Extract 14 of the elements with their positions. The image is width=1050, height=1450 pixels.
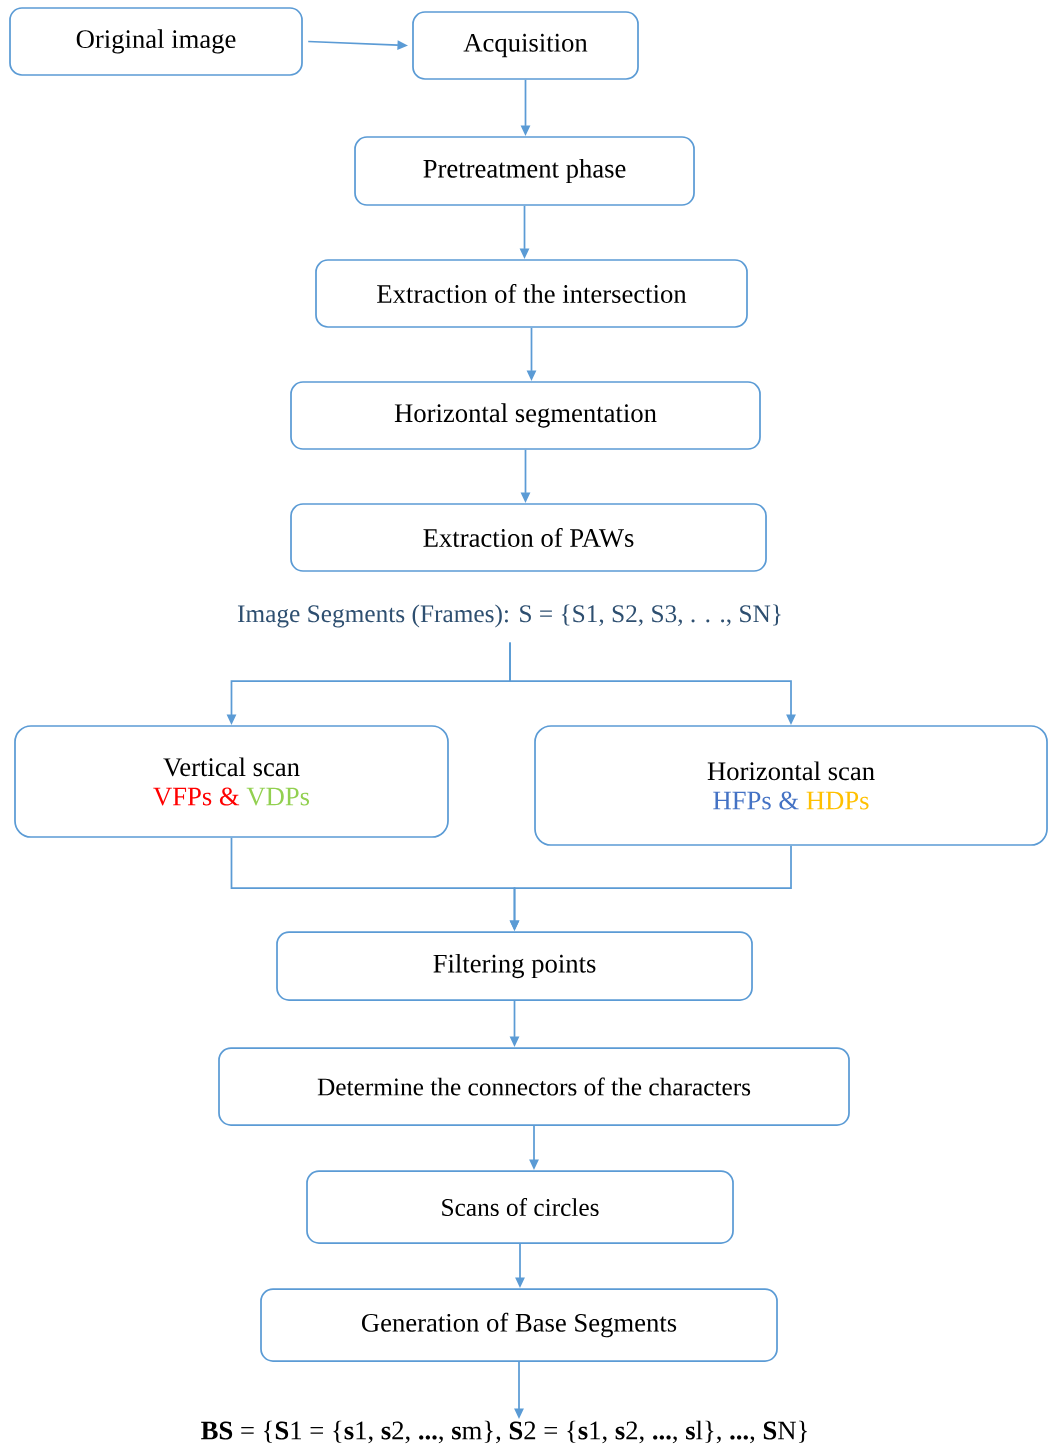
segments-text: Image Segments (Frames): S = {S1, S2, S3, . . ., SN} — [237, 604, 781, 628]
scan-box: Horizontal scan HFPs & HDPs — [534, 725, 1048, 846]
process-box: Acquisition — [412, 11, 639, 80]
process-box: Extraction of PAWs — [290, 503, 767, 572]
process-box: Determine the connectors of the characters — [218, 1047, 850, 1126]
process-box: Original image — [9, 7, 303, 76]
formula-text: BS = {S1 = {s1, s2, ..., sm}, S2 = {s1, s2, ..., sl}, ..., SN} — [201, 1420, 807, 1444]
process-box: Horizontal segmentation — [290, 381, 761, 450]
process-box: Filtering points — [276, 931, 753, 1001]
process-box: Scans of circles — [306, 1170, 734, 1244]
scan-box: Vertical scan VFPs & VDPs — [14, 725, 449, 838]
process-box: Generation of Base Segments — [260, 1288, 778, 1362]
process-box: Extraction of the intersection — [315, 259, 748, 328]
process-box: Pretreatment phase — [354, 136, 695, 206]
